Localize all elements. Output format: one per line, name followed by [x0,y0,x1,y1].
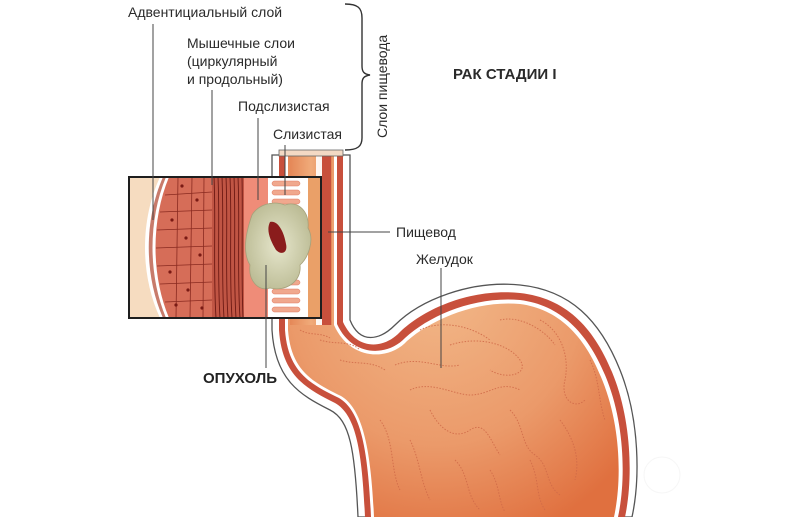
label-submucosa: Подслизистая [238,98,330,114]
label-mucosa: Слизистая [273,126,342,142]
label-adventitia: Адвентициальный слой [128,4,283,20]
label-muscle-layers: Мышечные слои (циркулярный и продольный) [187,35,295,87]
label-tumor: ОПУХОЛЬ [203,370,277,387]
label-esophagus: Пищевод [396,224,456,240]
leader-lines [152,24,442,368]
layers-bracket [344,3,371,151]
rugae-folds [299,318,606,513]
cross-section-inset [128,176,322,319]
diagram-title: РАК СТАДИИ I [453,66,557,83]
label-stomach: Желудок [416,251,473,267]
label-esophagus-layers: Слои пищевода [374,34,390,138]
watermark-icon [643,456,681,494]
stomach [271,149,638,517]
